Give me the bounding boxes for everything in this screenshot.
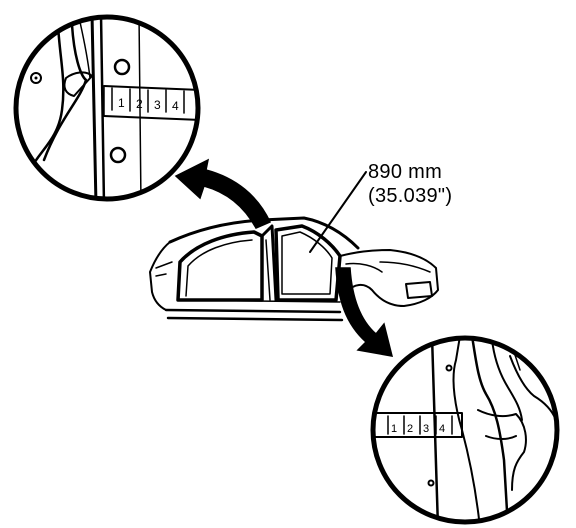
measurement-metric: 890 mm — [368, 161, 443, 183]
lower-detail-circle — [370, 335, 560, 525]
upper-arrow — [174, 158, 272, 229]
lower-scale-mark-2: 2 — [407, 423, 413, 435]
upper-scale-mark-1: 1 — [118, 96, 125, 110]
measurement-callout: 890 mm (35.039") — [368, 160, 452, 208]
upper-ruler-ticks — [111, 87, 185, 114]
upper-scale-mark-2: 2 — [136, 97, 143, 111]
measurement-imperial: (35.039") — [368, 185, 453, 207]
lower-scale-mark-4: 4 — [439, 423, 445, 435]
car-body — [149, 216, 439, 322]
lower-arrow — [335, 267, 394, 357]
upper-scale-mark-3: 3 — [154, 98, 161, 112]
upper-detail-view: 1 2 3 4 — [13, 14, 201, 202]
lower-scale-mark-3: 3 — [423, 423, 429, 435]
lower-ruler-ticks — [387, 415, 453, 435]
lower-scale-mark-1: 1 — [391, 423, 397, 435]
lower-detail-view: 1 2 3 4 — [370, 335, 560, 525]
upper-detail-circle — [13, 14, 201, 202]
upper-scale-mark-4: 4 — [172, 99, 179, 113]
measurement-leader-line — [309, 171, 367, 253]
